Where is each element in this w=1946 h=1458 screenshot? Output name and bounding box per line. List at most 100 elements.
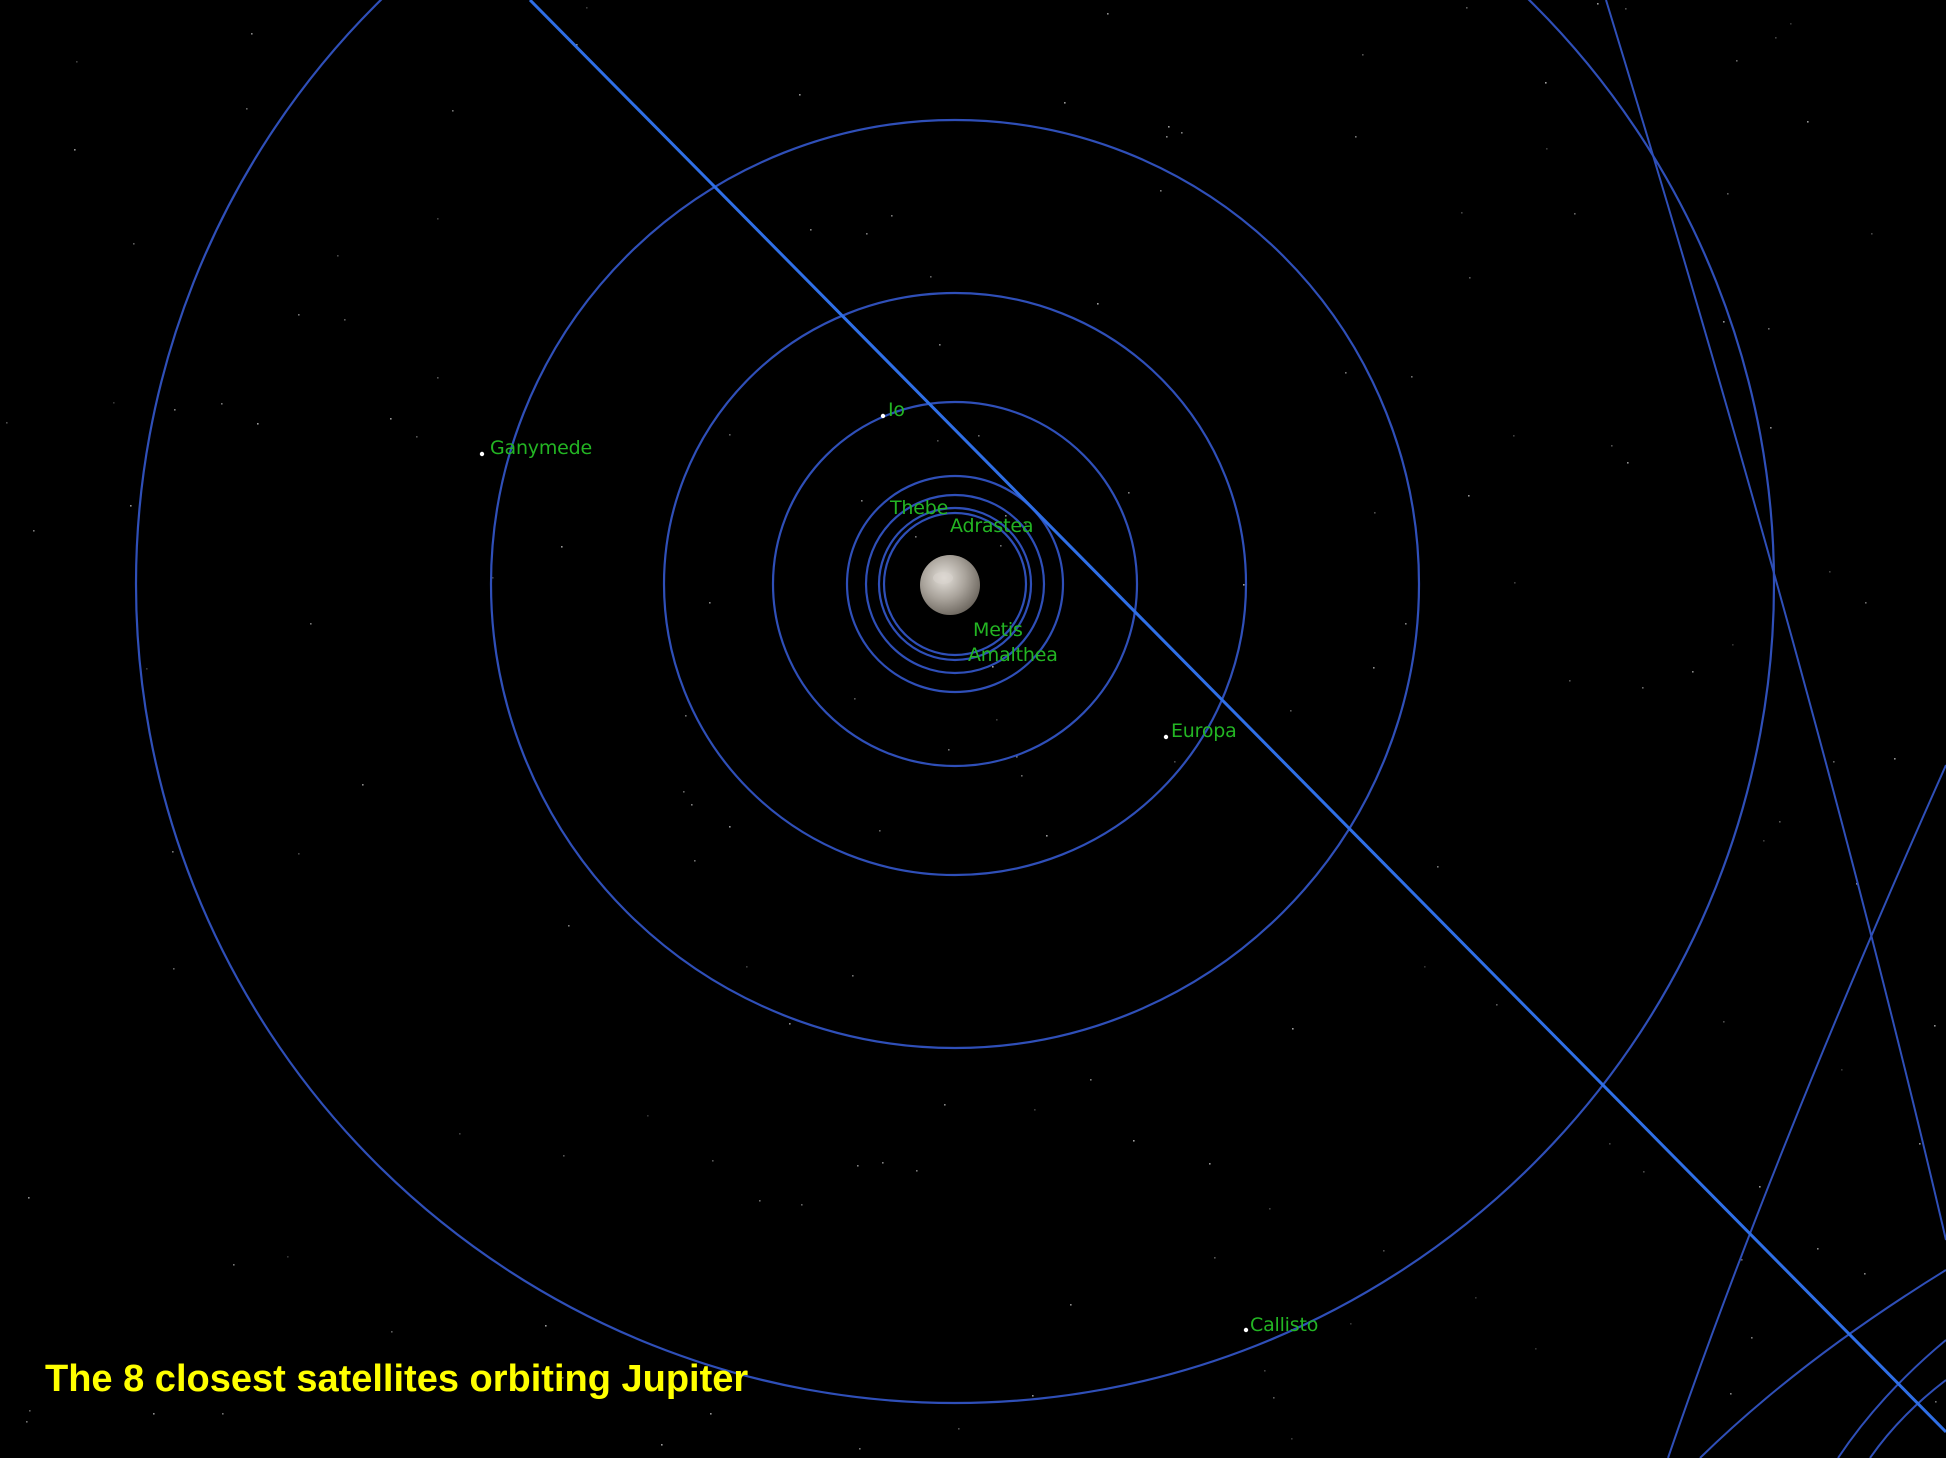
star xyxy=(1373,667,1375,669)
star xyxy=(1736,60,1738,62)
star xyxy=(1032,1395,1034,1397)
moon-label-amalthea[interactable]: Amalthea xyxy=(968,644,1058,666)
orbit-metis xyxy=(882,511,1028,657)
star xyxy=(298,314,300,316)
star xyxy=(74,149,76,151)
star xyxy=(26,1421,28,1423)
star xyxy=(391,1331,393,1333)
star xyxy=(1070,1304,1072,1306)
star xyxy=(852,975,854,977)
star xyxy=(390,418,392,420)
star xyxy=(661,1444,663,1446)
outer-orbit-arc xyxy=(1699,1269,1946,1458)
ganymede-marker[interactable] xyxy=(479,451,485,457)
moon-label-thebe[interactable]: Thebe xyxy=(889,497,948,519)
star xyxy=(1894,758,1896,760)
moon-markers xyxy=(479,413,1249,1333)
star xyxy=(759,1200,761,1202)
star xyxy=(1273,1397,1275,1399)
outer-orbit-arc xyxy=(1837,1339,1946,1458)
star xyxy=(1919,1143,1921,1145)
star xyxy=(729,826,731,828)
moon-label-adrastea[interactable]: Adrastea xyxy=(950,515,1033,537)
star xyxy=(153,1413,155,1415)
star xyxy=(1829,571,1831,573)
star xyxy=(298,853,300,855)
star xyxy=(939,344,941,346)
star xyxy=(1775,37,1777,39)
star xyxy=(1727,193,1729,195)
star xyxy=(685,715,687,717)
star xyxy=(172,851,174,853)
star xyxy=(1383,1250,1385,1252)
star xyxy=(1934,1025,1936,1027)
star xyxy=(1214,1257,1216,1259)
star xyxy=(683,791,685,793)
star xyxy=(996,719,998,721)
star xyxy=(1133,1140,1135,1142)
star xyxy=(1269,1208,1271,1210)
jupiter-planet-icon[interactable] xyxy=(920,555,980,615)
star xyxy=(1865,602,1867,604)
star xyxy=(233,1264,235,1266)
star xyxy=(1097,303,1099,305)
star xyxy=(1642,687,1644,689)
moon-label-io[interactable]: Io xyxy=(888,399,905,421)
callisto-marker[interactable] xyxy=(1243,1327,1249,1333)
star xyxy=(1168,126,1170,128)
star xyxy=(1034,1109,1036,1111)
star xyxy=(1166,136,1168,138)
star xyxy=(1841,1069,1843,1071)
star xyxy=(1355,136,1357,138)
moon-label-callisto[interactable]: Callisto xyxy=(1250,1314,1318,1336)
orbits xyxy=(135,0,1775,1404)
star xyxy=(287,1256,289,1258)
star xyxy=(1732,644,1734,646)
star xyxy=(1128,492,1130,494)
star xyxy=(337,255,339,257)
star xyxy=(915,536,917,538)
star xyxy=(1025,523,1027,525)
star xyxy=(978,435,980,437)
star xyxy=(1935,1401,1937,1403)
star xyxy=(694,860,696,862)
star xyxy=(691,804,693,806)
star xyxy=(1833,761,1835,763)
star xyxy=(1730,1393,1732,1395)
star xyxy=(459,1133,461,1135)
star xyxy=(930,276,932,278)
star xyxy=(1181,132,1183,134)
star xyxy=(1864,1273,1866,1275)
moon-label-ganymede[interactable]: Ganymede xyxy=(490,437,592,459)
io-marker[interactable] xyxy=(880,413,886,419)
star xyxy=(146,668,148,670)
star xyxy=(1174,761,1176,763)
star xyxy=(916,1170,918,1172)
star xyxy=(937,440,939,442)
star xyxy=(1468,495,1470,497)
star xyxy=(944,1104,946,1106)
moon-label-metis[interactable]: Metis xyxy=(973,619,1023,641)
star xyxy=(958,1428,960,1430)
star xyxy=(222,1413,224,1415)
star xyxy=(437,218,439,220)
star xyxy=(1243,584,1245,586)
europa-marker[interactable] xyxy=(1163,734,1169,740)
star xyxy=(799,94,801,96)
star xyxy=(746,966,748,968)
star xyxy=(174,409,176,411)
star xyxy=(1625,8,1627,10)
moon-label-europa[interactable]: Europa xyxy=(1171,720,1237,742)
star xyxy=(1513,435,1515,437)
star xyxy=(1535,1348,1537,1350)
star xyxy=(1807,121,1809,123)
star xyxy=(1291,1438,1293,1440)
star xyxy=(866,233,868,235)
star xyxy=(6,422,8,424)
star xyxy=(1496,1004,1498,1006)
star xyxy=(712,1160,714,1162)
star xyxy=(861,500,863,502)
star xyxy=(221,403,223,405)
